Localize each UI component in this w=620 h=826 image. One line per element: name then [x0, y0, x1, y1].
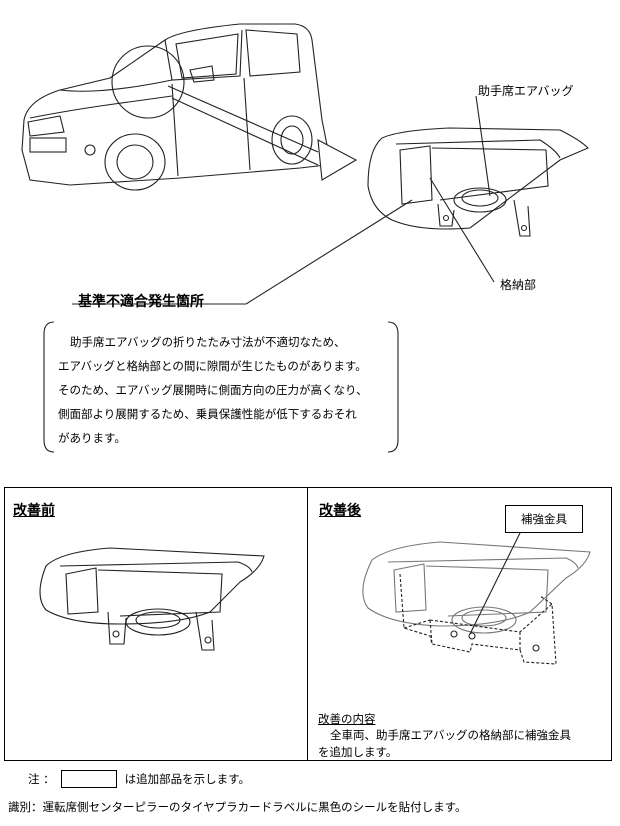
improvement-title: 改善の内容	[318, 712, 376, 726]
label-passenger-airbag: 助手席エアバッグ	[478, 84, 574, 98]
note-line: 注 ： は追加部品を示します。	[28, 770, 250, 788]
description-line: そのため、エアバッグ展開時に側面方向の圧力が高くなり、	[58, 383, 368, 397]
improvement-line: を追加します。	[318, 745, 398, 759]
description-line: があります。	[58, 431, 126, 445]
improvement-line: 全車両、助手席エアバッグの格納部に補強金具	[330, 728, 572, 742]
description-brackets	[43, 321, 399, 453]
section-title: 基準不適合発生箇所	[78, 294, 204, 310]
reinforcement-callout: 補強金具	[505, 505, 583, 533]
comparison-divider	[307, 488, 308, 760]
description-line: 助手席エアバッグの折りたたみ寸法が不適切なため、	[70, 335, 346, 349]
after-title: 改善後	[319, 503, 361, 519]
comparison-table: 改善前 改善後	[4, 487, 612, 761]
note-prefix: 注 ：	[28, 772, 55, 786]
before-title: 改善前	[13, 503, 55, 519]
note-suffix: は追加部品を示します。	[124, 772, 251, 786]
added-part-legend-box	[60, 770, 117, 788]
description-line: 側面部より展開するため、乗員保護性能が低下するおそれ	[58, 407, 357, 421]
airbag-housing-detail	[72, 95, 589, 305]
car-illustration	[21, 23, 358, 191]
description-line: エアバッグと格納部との間に隙間が生じたものがあります。	[58, 359, 367, 373]
identification-line: 識別：運転席側センターピラーのタイヤプラカードラベルに黒色のシールを貼付します。	[8, 800, 467, 814]
defect-description: 助手席エアバッグの折りたたみ寸法が不適切なため、 エアバッグと格納部との間に隙間…	[58, 330, 388, 450]
label-storage-section: 格納部	[500, 278, 537, 292]
improvement-description: 全車両、助手席エアバッグの格納部に補強金具 を追加します。	[318, 727, 608, 761]
